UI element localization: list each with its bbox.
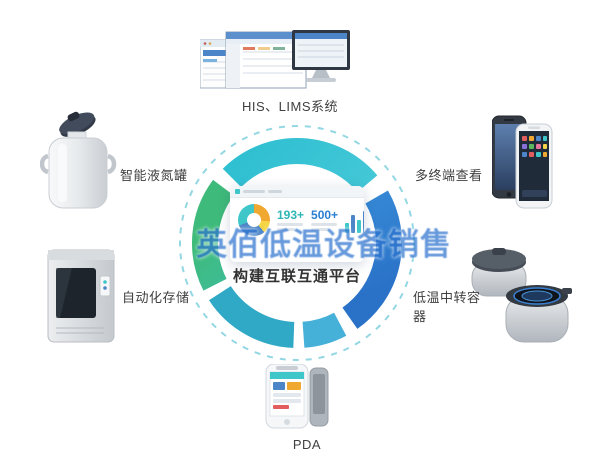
phone-icon — [515, 123, 553, 209]
dashed-circle — [179, 125, 415, 361]
his-lims-illustration — [200, 30, 350, 89]
ring-segment-lightblue — [192, 138, 402, 348]
node-label-pda: PDA — [292, 437, 322, 452]
dashboard-card: 193+ 500+ — [230, 186, 364, 262]
container-icon — [505, 285, 572, 343]
ring-segment-cyan — [192, 138, 402, 348]
node-label-his-lims: HIS、LIMS系统 — [241, 99, 338, 114]
stat-right: 500+ — [311, 209, 338, 231]
node-label-multi-terminal: 多终端查看 — [415, 168, 483, 183]
stat-right-value: 500+ — [311, 208, 339, 222]
watermark: 英佰低温设备销售 — [196, 227, 452, 262]
bar-chart — [345, 207, 364, 233]
platform-ring — [179, 125, 415, 361]
storage-machine-illustration — [47, 249, 115, 343]
ring-segments — [192, 138, 402, 348]
stat-left: 193+ — [277, 209, 304, 231]
container-icon — [471, 248, 527, 297]
monitor-icon — [292, 30, 350, 82]
transfer-container-illustration — [471, 248, 572, 343]
pda-illustration — [265, 364, 329, 429]
pda-icon — [265, 364, 309, 429]
ring-segment-green — [192, 138, 402, 348]
node-label-auto-storage: 自动化存储 — [122, 290, 190, 305]
ln2-tank-illustration — [40, 111, 117, 209]
dashboard-header — [230, 186, 364, 198]
tank-body-icon — [40, 131, 117, 209]
storage-cabinet-icon — [47, 249, 115, 343]
platform-title: 构建互联互通平台 — [232, 268, 361, 285]
ring-segment-blue — [192, 138, 402, 348]
tank-lid-icon — [59, 111, 96, 137]
smartphones-illustration — [492, 115, 553, 209]
stat-left-value: 193+ — [277, 208, 305, 222]
node-label-ln-tank: 智能液氮罐 — [120, 168, 188, 183]
pda-side-icon — [309, 367, 329, 427]
ring-segment-teal — [192, 138, 402, 348]
node-label-transfer-container: 低温中转容器 — [413, 290, 481, 324]
pie-chart — [238, 204, 270, 236]
